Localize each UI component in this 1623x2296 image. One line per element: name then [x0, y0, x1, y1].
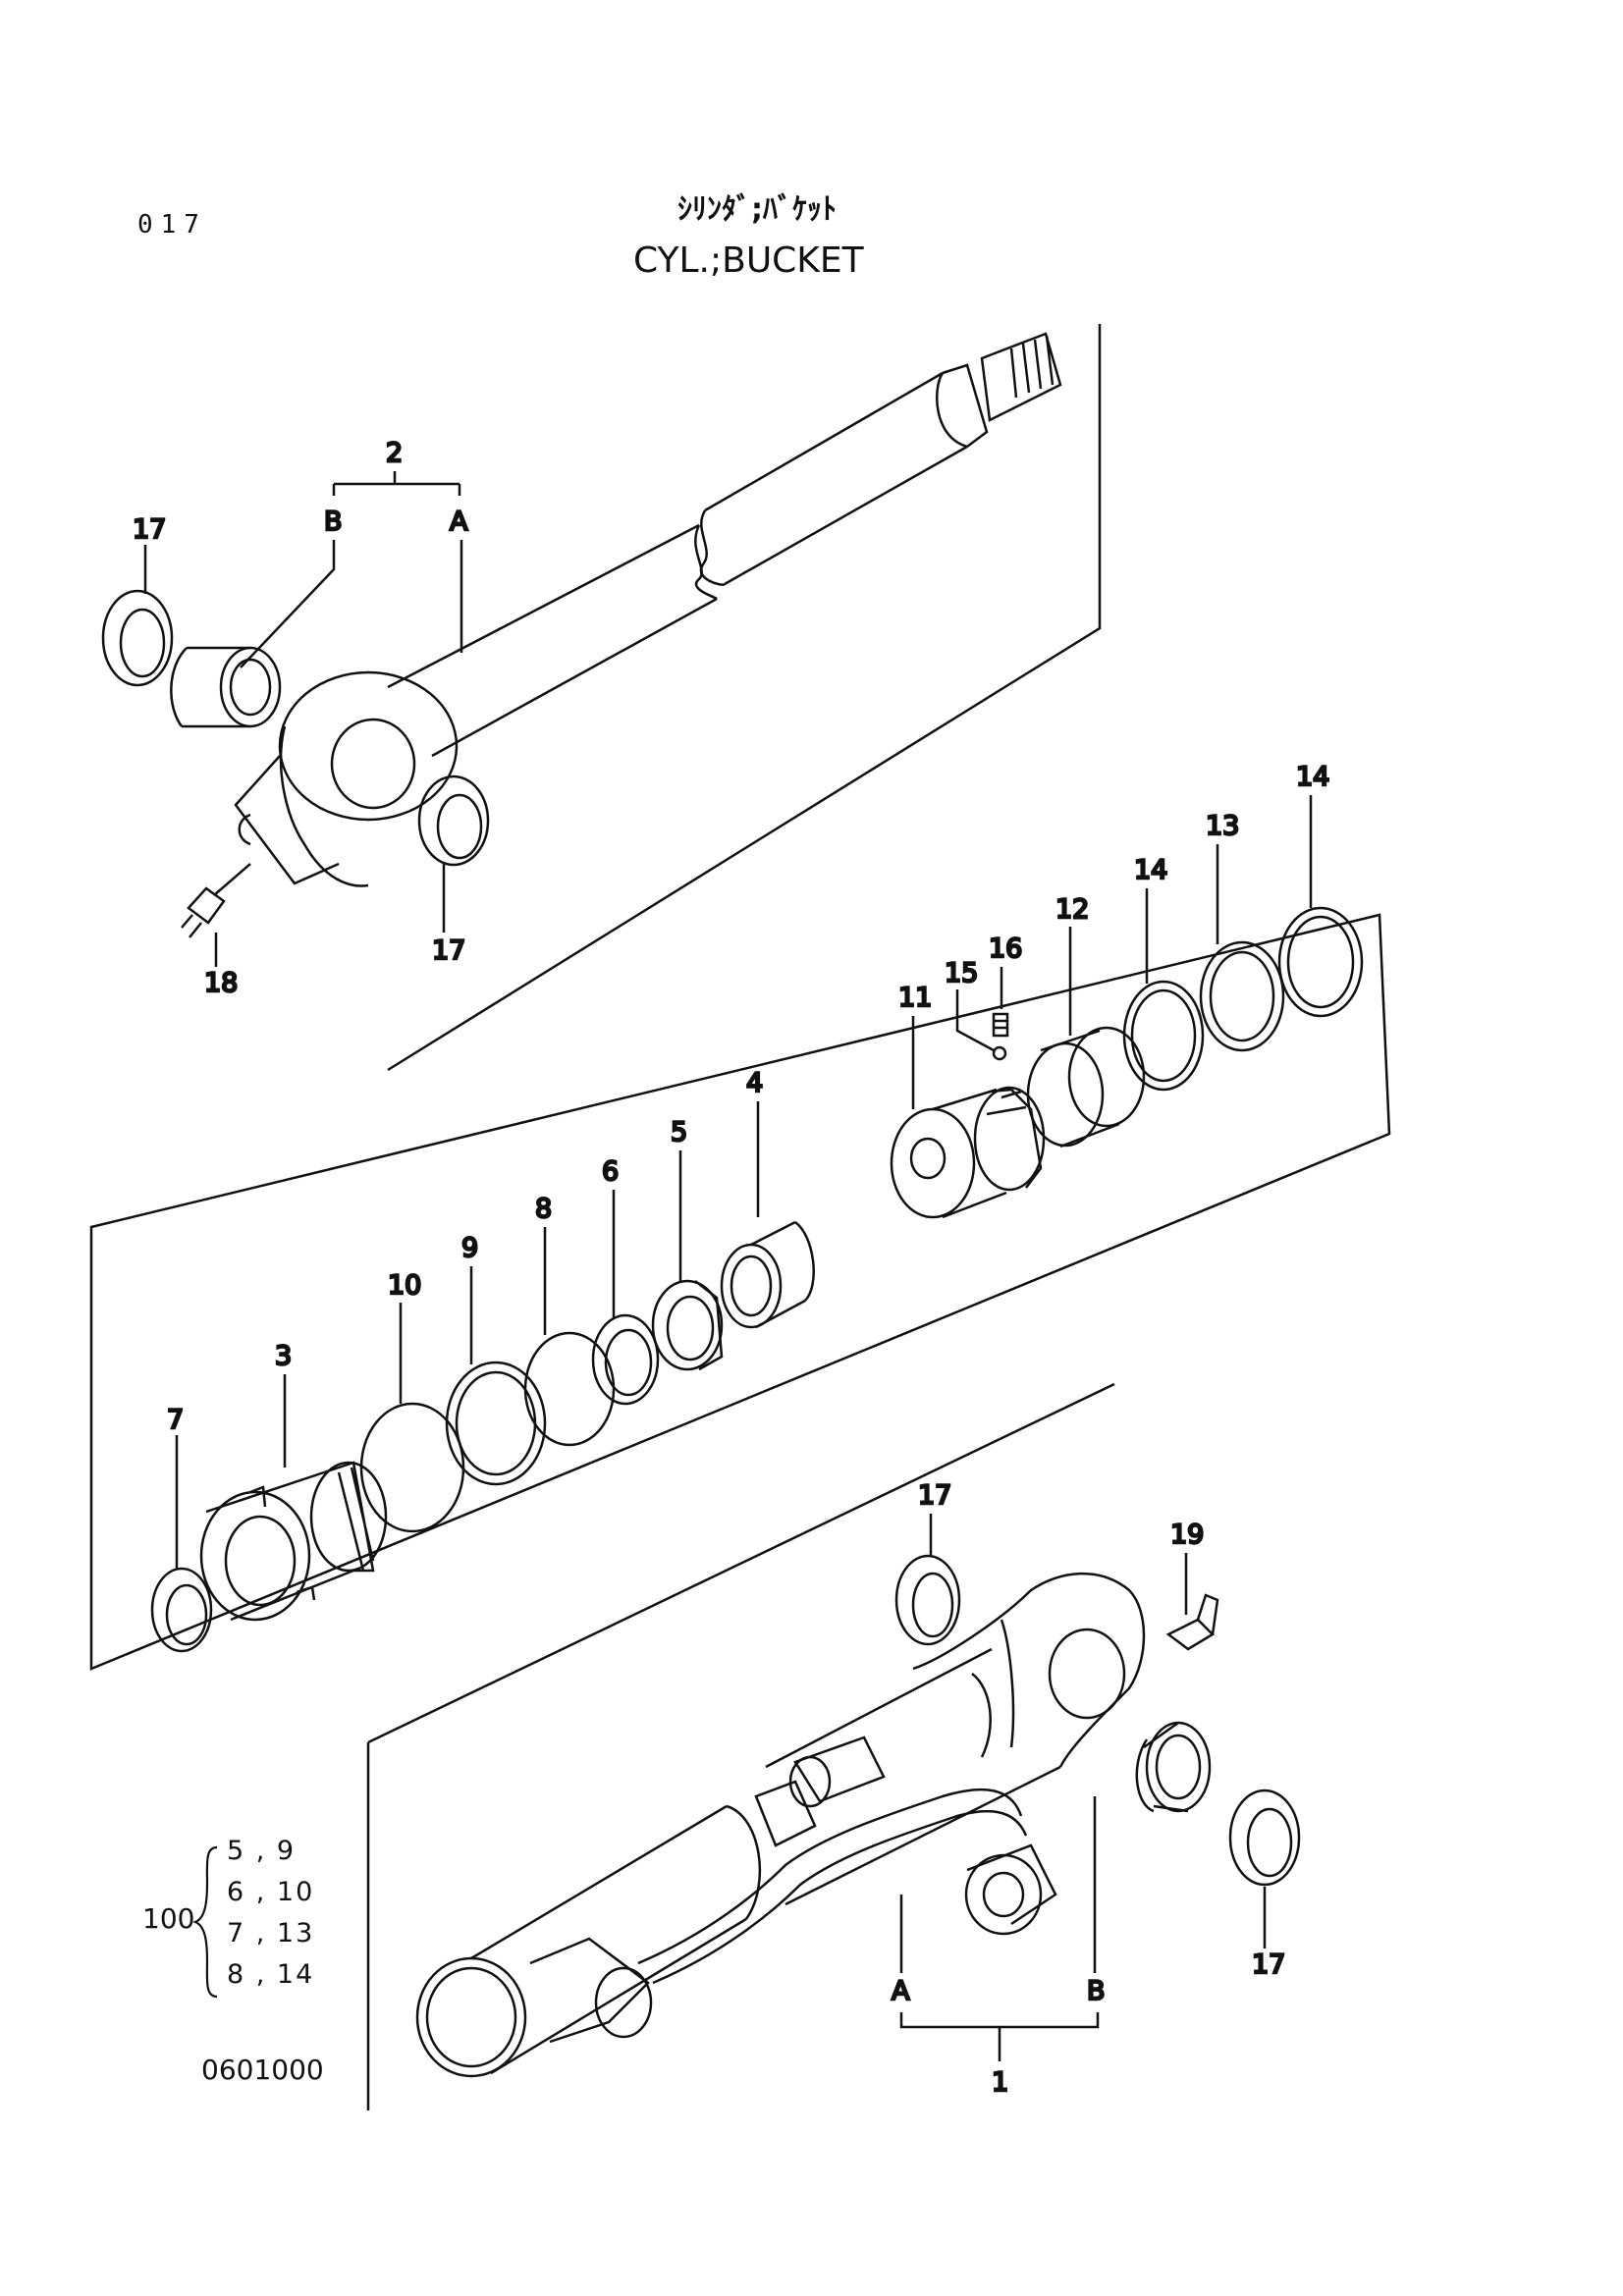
title-english: CYL.;BUCKET — [633, 240, 864, 281]
piston-group-outline — [89, 913, 1391, 1671]
callout-18: 18 — [204, 968, 238, 998]
drawing-number: 0601000 — [201, 2054, 324, 2086]
wiper-ring-7 — [150, 1567, 213, 1653]
callout-leader-2b — [240, 540, 336, 668]
slide-ring-12 — [1026, 1026, 1146, 1148]
callout-17c: 17 — [918, 1480, 951, 1511]
callout-leader-1 — [899, 2012, 1100, 2061]
kit-row-2: 6 , 10 — [227, 1877, 315, 1907]
dust-seal-17d — [1228, 1789, 1301, 1887]
callout-2b: B — [324, 507, 343, 537]
callout-1b: B — [1087, 1976, 1106, 2006]
callout-13: 13 — [1206, 811, 1239, 841]
kit-row-1: 5 , 9 — [227, 1836, 297, 1866]
callout-5: 5 — [671, 1117, 687, 1148]
callout-1a: A — [892, 1976, 910, 2006]
callout-2: 2 — [386, 438, 403, 468]
wear-ring-14a — [1122, 980, 1205, 1092]
callout-9: 9 — [461, 1233, 478, 1263]
callout-3: 3 — [275, 1341, 292, 1371]
title-japanese: ｼﾘﾝﾀﾞ;ﾊﾞｹｯﾄ — [677, 192, 837, 227]
callout-4: 4 — [746, 1068, 763, 1098]
callout-17a: 17 — [133, 514, 166, 545]
callout-11: 11 — [898, 983, 932, 1013]
page-number: 017 — [137, 210, 207, 240]
cylinder-tube — [415, 1572, 1146, 2078]
rod-seal-5 — [651, 1279, 724, 1371]
piston-11 — [890, 1086, 1046, 1219]
bushing-4 — [720, 1220, 815, 1329]
callout-15: 15 — [945, 958, 978, 988]
callout-6: 6 — [602, 1156, 619, 1187]
callout-12: 12 — [1055, 894, 1089, 925]
kit-row-4: 8 , 14 — [227, 1959, 315, 1990]
piston-rod — [234, 332, 1062, 887]
callout-leader-2 — [332, 471, 461, 496]
callout-8: 8 — [535, 1194, 552, 1224]
o-ring-10 — [359, 1402, 465, 1533]
o-ring-8 — [523, 1331, 616, 1447]
rod-group-outline — [387, 324, 1102, 1072]
callout-17d: 17 — [1252, 1949, 1285, 1980]
piston-seal-13 — [1199, 940, 1285, 1052]
backup-ring-6 — [591, 1313, 660, 1406]
rod-bushing — [170, 646, 282, 728]
tube-group-outline — [366, 1382, 1115, 2110]
grease-nipple-19 — [1165, 1593, 1219, 1651]
kit-brace — [192, 1845, 218, 1999]
callout-19: 19 — [1170, 1520, 1204, 1550]
callout-16: 16 — [989, 934, 1022, 964]
cylinder-head-3 — [199, 1461, 388, 1622]
kit-row-3: 7 , 13 — [227, 1918, 315, 1949]
callout-10: 10 — [388, 1270, 421, 1301]
callout-leader-15 — [955, 989, 995, 1052]
callout-1: 1 — [992, 2067, 1008, 2098]
callout-7: 7 — [167, 1405, 184, 1435]
callout-2a: A — [450, 507, 468, 537]
seal-kit-note: 100 5 , 9 6 , 10 7 , 13 8 , 14 — [142, 1836, 319, 2002]
dust-seal-17b — [417, 774, 490, 867]
dust-seal-17c — [894, 1554, 961, 1646]
grease-nipple-18 — [181, 863, 251, 938]
callout-17b: 17 — [432, 935, 465, 966]
wear-ring-14b — [1277, 906, 1364, 1018]
callout-14b: 14 — [1296, 762, 1329, 792]
dust-seal-17a — [101, 589, 174, 687]
backup-ring-9 — [445, 1361, 547, 1486]
steel-ball-15 — [992, 1045, 1007, 1061]
callout-14a: 14 — [1134, 855, 1167, 885]
tube-bushing — [1135, 1721, 1212, 1813]
set-screw-16 — [992, 1012, 1009, 1038]
seal-kit-part-number: 100 — [142, 1902, 195, 1935]
